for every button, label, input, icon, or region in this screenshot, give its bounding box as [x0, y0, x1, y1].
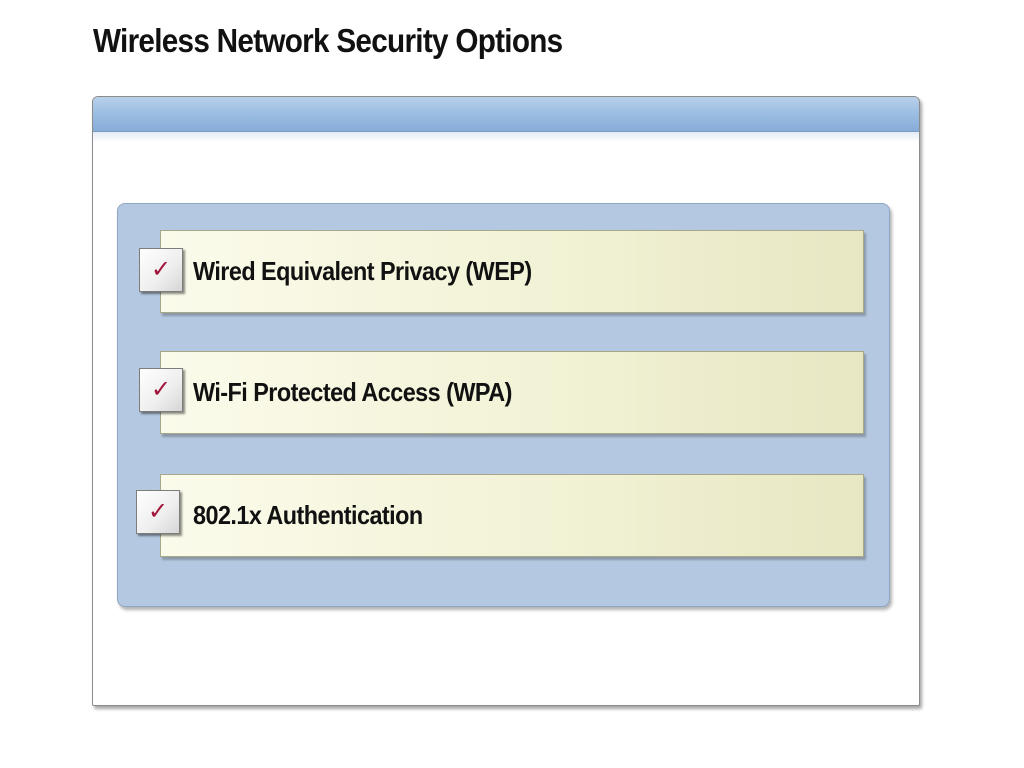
checkbox: ✓ — [136, 490, 180, 534]
option-label: Wi-Fi Protected Access (WPA) — [193, 377, 512, 407]
checkbox: ✓ — [139, 248, 183, 292]
checkmark-icon: ✓ — [150, 255, 172, 283]
slide-title: Wireless Network Security Options — [93, 22, 563, 59]
checkbox: ✓ — [139, 368, 183, 412]
option-8021x: 802.1x Authentication — [160, 474, 864, 557]
option-label: Wired Equivalent Privacy (WEP) — [193, 256, 532, 286]
option-wpa: Wi-Fi Protected Access (WPA) — [160, 351, 864, 434]
checkmark-icon: ✓ — [147, 497, 169, 525]
option-label: 802.1x Authentication — [193, 500, 423, 530]
checkmark-icon: ✓ — [150, 375, 172, 403]
option-wep: Wired Equivalent Privacy (WEP) — [160, 230, 864, 313]
content-panel-header — [93, 97, 919, 142]
